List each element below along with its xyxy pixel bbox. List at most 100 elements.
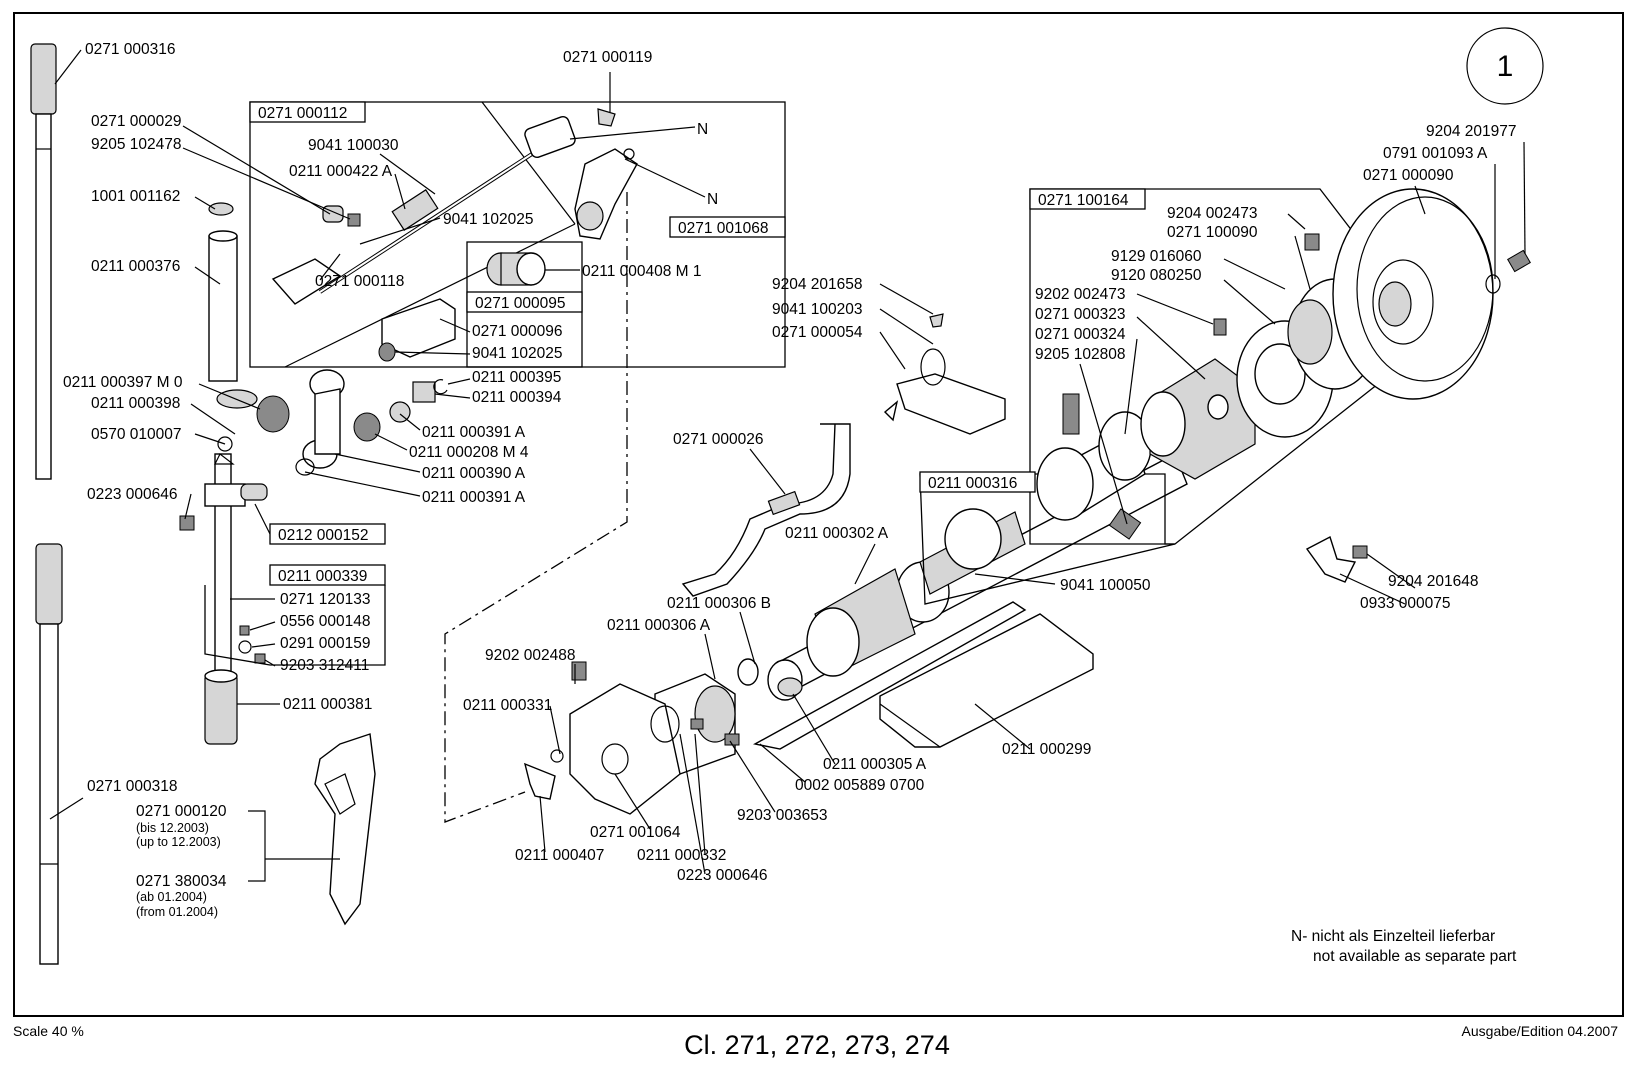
part-label: 9204 201648 xyxy=(1388,573,1479,590)
part-label: 0211 000306 B xyxy=(667,595,771,612)
part-label: 9202 002488 xyxy=(485,647,576,664)
part-label: 0211 000398 xyxy=(91,395,180,412)
part-label: 0211 000408 M 1 xyxy=(582,263,702,280)
part-label: 0211 000391 A xyxy=(422,489,526,506)
part-label: 0211 000305 A xyxy=(823,756,927,773)
part-label: 9041 100203 xyxy=(772,301,863,318)
assembly-centerline xyxy=(444,192,628,823)
part-label: 0271 380034 xyxy=(136,873,227,890)
conrod-0211-000390 xyxy=(295,369,448,476)
cam-0933-000075 xyxy=(1305,535,1368,583)
plate-0271-000054 xyxy=(883,313,1006,435)
part-label: 0211 000390 A xyxy=(422,465,526,482)
group-label-0271-100164: 0271 100164 xyxy=(1038,192,1129,209)
legend-line-2: not available as separate part xyxy=(1313,948,1517,965)
marker-n: N xyxy=(697,121,708,138)
gear-9129-016060 xyxy=(1140,318,1256,480)
part-label: 0223 000646 xyxy=(87,486,178,503)
part-label: 0291 000159 xyxy=(280,635,371,652)
part-label: 0211 000394 xyxy=(472,389,562,406)
part-label: 0271 000324 xyxy=(1035,326,1126,343)
rod-0002-005889 xyxy=(752,601,1027,750)
part-label: 9120 080250 xyxy=(1111,267,1202,284)
part-label: 9041 102025 xyxy=(472,345,563,362)
sleeve-0211-000376 xyxy=(208,202,238,382)
handwheel-0271-000090 xyxy=(1332,188,1531,400)
part-label: 0211 000381 xyxy=(283,696,372,713)
part-label: 9205 102478 xyxy=(91,136,182,153)
needle-bearing-0211-000408 xyxy=(486,252,546,286)
drawing-frame: 1 xyxy=(13,12,1624,1017)
part-label: 0223 000646 xyxy=(677,867,768,884)
part-label: 0271 000323 xyxy=(1035,306,1126,323)
part-label: 0211 000306 A xyxy=(607,617,711,634)
part-label: 9204 002473 xyxy=(1167,205,1258,222)
part-label: 9129 016060 xyxy=(1111,248,1202,265)
rod-0271-000316 xyxy=(30,43,57,480)
part-label: 0211 000422 A xyxy=(289,163,393,180)
note-bis: (bis 12.2003) xyxy=(136,821,209,835)
bracket-0271-000096 xyxy=(378,298,456,362)
part-label: 0556 000148 xyxy=(280,613,371,630)
edition-note: Ausgabe/Edition 04.2007 xyxy=(1461,1023,1618,1039)
part-label: 0211 000376 xyxy=(91,258,180,275)
main-shaft xyxy=(767,453,1188,701)
shaft-9041-100030 xyxy=(271,137,557,305)
part-label: 1001 001162 xyxy=(91,188,180,205)
part-label: 0211 000391 A xyxy=(422,424,526,441)
part-label: 0271 120133 xyxy=(280,591,371,608)
needle-bar-column xyxy=(179,389,290,745)
part-label: 0271 000090 xyxy=(1363,167,1454,184)
crank-lever-0271-001068 xyxy=(524,108,638,240)
part-label: 9204 201977 xyxy=(1426,123,1517,140)
part-label: 0271 000318 xyxy=(87,778,178,795)
part-label: 9202 002473 xyxy=(1035,286,1126,303)
part-label: 0211 000208 M 4 xyxy=(409,444,529,461)
eccentric-0271-001064 xyxy=(523,661,740,815)
part-label: 0271 001064 xyxy=(590,824,681,841)
note-upto: (up to 12.2003) xyxy=(136,835,221,849)
part-label: 9203 312411 xyxy=(280,657,369,674)
part-label: 0271 100090 xyxy=(1167,224,1258,241)
part-label: 0271 000119 xyxy=(563,49,652,66)
part-label: 9041 100050 xyxy=(1060,577,1151,594)
part-label: 0211 000395 xyxy=(472,369,561,386)
part-label: 0211 000397 M 0 xyxy=(63,374,183,391)
part-label: 0271 000118 xyxy=(315,273,404,290)
page-title: Cl. 271, 272, 273, 274 xyxy=(684,1030,950,1060)
leader-lines xyxy=(49,49,1526,882)
part-label: 0271 000054 xyxy=(772,324,863,341)
part-label: 0271 000029 xyxy=(91,113,182,130)
part-label: 9203 003653 xyxy=(737,807,828,824)
exploded-parts-diagram: 1 xyxy=(30,27,1544,965)
note-ab: (ab 01.2004) xyxy=(136,890,207,904)
part-label: 0271 000316 xyxy=(85,41,176,58)
marker-n: N xyxy=(707,191,718,208)
group-label-0211-000339: 0211 000339 xyxy=(278,568,367,585)
bracket-0271-000120 xyxy=(314,733,376,926)
part-label: 0933 000075 xyxy=(1360,595,1451,612)
part-label: 0271 000026 xyxy=(673,431,764,448)
group-label-0271-000112: 0271 000112 xyxy=(258,105,347,122)
group-label-0271-001068: 0271 001068 xyxy=(678,220,769,237)
tray-0211-000299 xyxy=(879,613,1094,748)
part-label: 0271 000096 xyxy=(472,323,563,340)
part-label: 0211 000331 xyxy=(463,697,552,714)
legend-line-1: N- nicht als Einzelteil lieferbar xyxy=(1291,928,1495,945)
part-label: 0002 005889 0700 xyxy=(795,777,925,794)
part-label: 0211 000407 xyxy=(515,847,604,864)
part-label: 0791 001093 A xyxy=(1383,145,1488,162)
part-label: 9205 102808 xyxy=(1035,346,1126,363)
page-number-circle xyxy=(1466,27,1544,105)
scale-note: Scale 40 % xyxy=(13,1023,84,1039)
part-label: 0570 010007 xyxy=(91,426,182,443)
part-label: 0211 000302 A xyxy=(785,525,889,542)
part-label: 0211 000299 xyxy=(1002,741,1091,758)
wire-0271-000026 xyxy=(681,423,851,597)
note-from: (from 01.2004) xyxy=(136,905,218,919)
part-labels: 0271 000316 0271 000029 9205 102478 1001… xyxy=(63,41,1517,965)
part-label: 0271 000120 xyxy=(136,803,227,820)
part-label: 9041 102025 xyxy=(443,211,534,228)
part-label: 0211 000332 xyxy=(637,847,726,864)
part-label: 9204 201658 xyxy=(772,276,863,293)
